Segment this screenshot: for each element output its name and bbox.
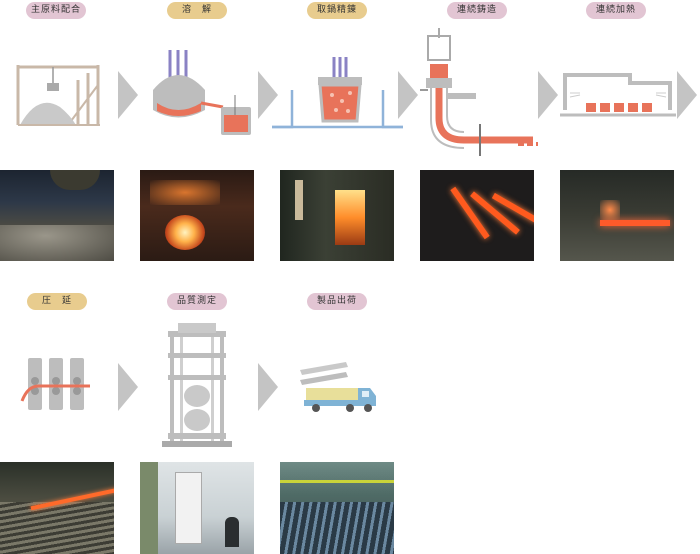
step-label: 連続加熱	[586, 2, 646, 19]
flow-arrow	[398, 71, 418, 119]
ladle-refining-icon	[272, 57, 403, 129]
flow-arrow	[118, 363, 138, 411]
step-label: 取鍋精錬	[307, 2, 367, 19]
flow-arrow	[118, 71, 138, 119]
reheating-furnace-icon	[560, 73, 676, 117]
flow-arrow	[677, 71, 697, 119]
raw-materials-crane-icon	[16, 65, 100, 126]
quality-testing-photo	[140, 462, 254, 554]
flow-arrow	[258, 363, 278, 411]
step-label: 連続鋳造	[447, 2, 507, 19]
continuous-caster-icon	[420, 28, 538, 156]
step-label: 圧 延	[27, 293, 87, 310]
raw-materials-photo	[0, 170, 114, 261]
step-label: 製品出荷	[307, 293, 367, 310]
continuous-heating-photo	[560, 170, 674, 261]
continuous-casting-photo	[420, 170, 534, 261]
rolling-mill-icon	[20, 358, 90, 410]
flow-arrow	[538, 71, 558, 119]
electric-arc-furnace-icon	[153, 50, 251, 135]
step-label: 溶 解	[167, 2, 227, 19]
step-label: 品質測定	[167, 293, 227, 310]
flow-arrow	[258, 71, 278, 119]
melting-photo	[140, 170, 254, 261]
shipping-truck-icon	[300, 362, 376, 412]
rolling-photo	[0, 462, 114, 554]
testing-machine-icon	[162, 323, 232, 447]
ladle-refining-photo	[280, 170, 394, 261]
shipping-photo	[280, 462, 394, 554]
step-label: 主原料配合	[26, 2, 86, 19]
